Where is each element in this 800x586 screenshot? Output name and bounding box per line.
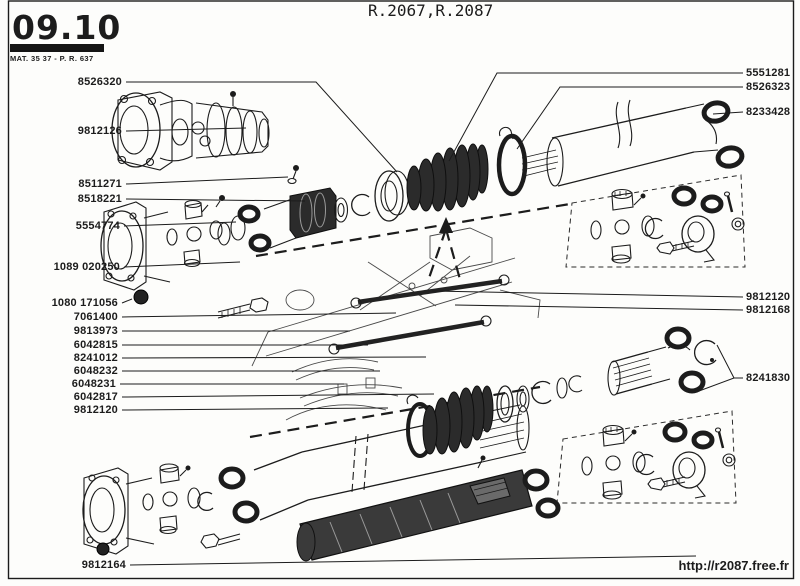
front-driveshaft-exploded-train — [100, 99, 745, 319]
part-label: 9813973 — [74, 325, 118, 337]
installed-shaft-rear — [357, 278, 503, 305]
splined-yoke-part — [607, 326, 717, 396]
reference-lines — [249, 202, 571, 439]
page-border — [7, 0, 795, 580]
part-label: 8518221 — [78, 193, 122, 205]
part-label: 9812168 — [746, 304, 790, 316]
part-label: 6042817 — [74, 391, 118, 403]
rear-shaft-dark — [296, 455, 561, 562]
part-label: 9812120 — [74, 404, 118, 416]
part-label: 1080 171056 — [52, 297, 118, 309]
rear-driveshaft-exploded-train — [82, 326, 717, 562]
grease-nipple-part — [287, 165, 299, 185]
part-label: 1089 020250 — [54, 261, 120, 273]
part-label: 5554774 — [76, 220, 121, 232]
part-label: 6048231 — [72, 378, 116, 390]
part-label: 7061400 — [74, 311, 118, 323]
gland-nut — [133, 289, 149, 305]
chassis-schematic — [251, 227, 541, 421]
boot-clamp-ring — [496, 133, 528, 197]
header: 09.10 MAT. 35 37 - P. R. 637 R.2067,R.20… — [10, 1, 493, 63]
part-label: 8233428 — [746, 106, 790, 118]
part-label: 8526323 — [746, 81, 790, 93]
part-label: 8526320 — [78, 76, 122, 88]
leader-lines — [120, 72, 744, 566]
section-code: 09.10 — [12, 8, 121, 47]
grease-nipple-icon — [230, 91, 236, 97]
footer-url: http://r2087.free.fr — [678, 558, 789, 573]
part-label: 6048232 — [74, 365, 118, 377]
rubber-bellows-front — [406, 143, 489, 212]
part-label: 5551281 — [746, 67, 790, 79]
part-label: 9812126 — [78, 125, 122, 137]
part-labels: 8526320 9812126 8511271 8518221 5554774 … — [52, 67, 790, 571]
installed-shaft-front — [335, 319, 485, 351]
front-coupling-assembly — [111, 91, 270, 171]
universal-joint-repair-kit — [565, 174, 746, 268]
part-label: 8511271 — [78, 178, 122, 190]
header-bar — [10, 44, 104, 52]
rubber-bellows-rear — [422, 385, 494, 455]
section-ref: MAT. 35 37 - P. R. 637 — [10, 54, 94, 63]
part-label: 8241012 — [74, 352, 118, 364]
part-label: 8241830 — [746, 372, 790, 384]
page-title: R.2067,R.2087 — [368, 1, 493, 20]
universal-joint-repair-kit-2 — [557, 411, 736, 503]
part-label: 6042815 — [74, 339, 118, 351]
direction-arrowhead — [439, 217, 453, 233]
part-label: 9812164 — [82, 559, 127, 571]
part-label: 9812120 — [746, 291, 790, 303]
